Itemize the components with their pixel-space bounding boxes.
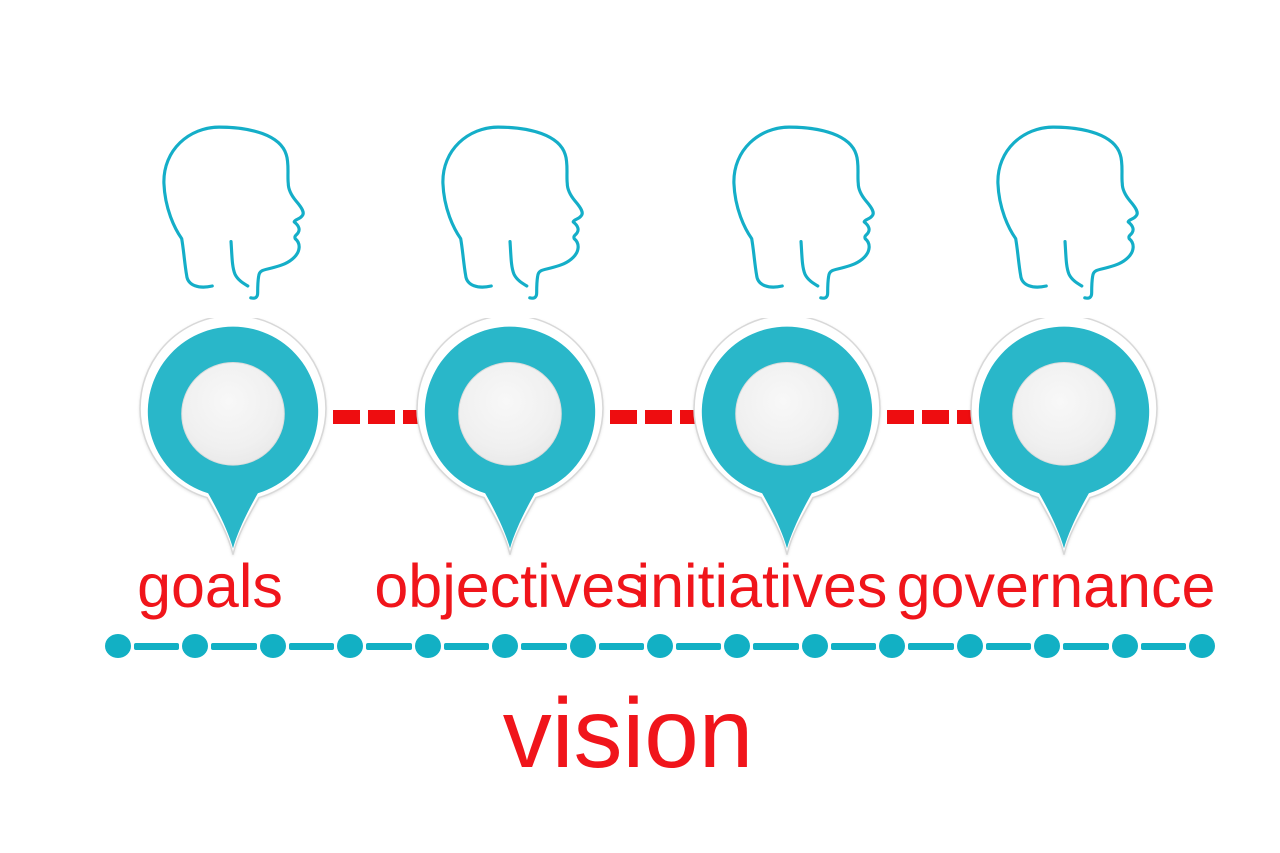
head-profile-icon	[996, 125, 1139, 300]
timeline-segment	[598, 643, 644, 650]
head-profile-icon	[732, 125, 875, 300]
timeline-dot	[1111, 634, 1138, 658]
timeline-dot	[492, 634, 519, 658]
timeline-dot	[182, 634, 209, 658]
timeline-dot	[414, 634, 441, 658]
timeline-segment	[288, 643, 335, 650]
dash	[333, 410, 360, 424]
timeline-segment	[985, 643, 1032, 650]
head-profile-icon	[162, 125, 305, 300]
pin-marker-icon	[139, 318, 327, 555]
dash	[922, 410, 949, 424]
timeline-dot	[956, 634, 983, 658]
step-label-goals: goals	[137, 552, 283, 620]
timeline-segment	[366, 643, 412, 650]
timeline-segment	[830, 643, 877, 650]
timeline-dot	[337, 634, 364, 658]
timeline-segment	[521, 643, 567, 650]
timeline-segment	[908, 643, 954, 650]
timeline-dot	[105, 634, 131, 658]
timeline-segment	[753, 643, 799, 650]
timeline-dot	[1189, 634, 1215, 658]
step-label-objectives: objectives	[374, 552, 646, 620]
timeline-dot	[259, 634, 286, 658]
dash	[645, 410, 672, 424]
dash	[887, 410, 914, 424]
timeline-segment	[211, 643, 257, 650]
dash	[368, 410, 395, 424]
timeline-dot	[1034, 634, 1061, 658]
timeline-dot	[724, 634, 751, 658]
pin-marker-icon	[416, 318, 604, 555]
pin-marker-icon	[693, 318, 881, 555]
timeline-dot	[569, 634, 596, 658]
step-label-initiatives: initiatives	[636, 552, 888, 620]
dash	[610, 410, 637, 424]
timeline-segment	[1063, 643, 1109, 650]
dash-connector	[610, 410, 707, 424]
timeline-segment	[676, 643, 722, 650]
timeline-segment	[443, 643, 490, 650]
timeline-segment	[134, 643, 180, 650]
pin-marker-icon	[970, 318, 1158, 555]
timeline-dot	[801, 634, 828, 658]
step-label-governance: governance	[896, 552, 1216, 620]
timeline-dot	[879, 634, 906, 658]
vision-title: vision	[502, 678, 754, 788]
timeline-dot	[647, 634, 673, 658]
timeline-segment	[1140, 643, 1186, 650]
head-profile-icon	[441, 125, 584, 300]
